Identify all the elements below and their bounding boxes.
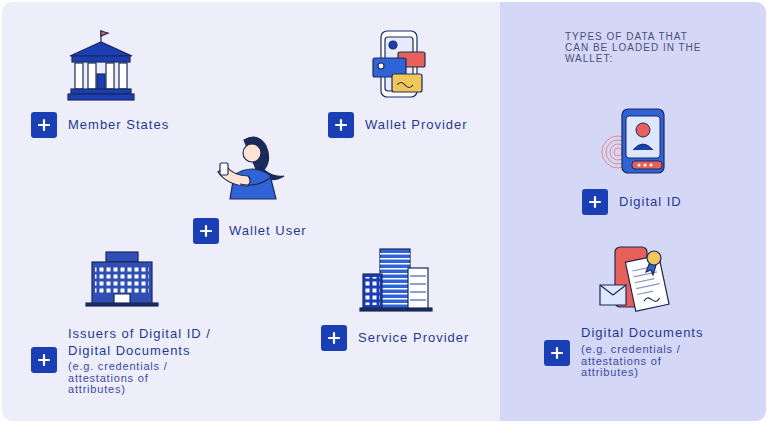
actor-label: Wallet Provider — [365, 116, 468, 133]
government-building-icon — [68, 30, 134, 100]
digital-documents-icon — [600, 247, 669, 311]
note-text: (e.g. credentials / attestations of attr… — [68, 361, 184, 396]
panel-heading: TYPES OF DATA THAT CAN BE LOADED IN THE … — [565, 31, 711, 64]
data-type-label: Digital Documents — [581, 324, 704, 341]
note-text: (e.g. credentials / attestations of attr… — [581, 344, 697, 379]
actor-label: Member States — [68, 116, 169, 133]
service-provider-building-icon — [360, 249, 432, 311]
actor-label: Issuers of Digital ID / Digital Document… — [68, 325, 214, 359]
issuer-building-icon — [86, 252, 158, 306]
data-type-label: Digital ID — [619, 193, 682, 210]
wallet-phone-icon — [373, 31, 425, 97]
plus-buttons — [31, 112, 608, 373]
actor-label: Wallet User — [229, 222, 307, 239]
wallet-user-figure — [218, 137, 284, 199]
digital-id-phone-icon — [602, 109, 664, 173]
data-types-panel: TYPES OF DATA THAT CAN BE LOADED IN THE … — [500, 2, 766, 421]
actor-label: Service Provider — [358, 329, 469, 346]
